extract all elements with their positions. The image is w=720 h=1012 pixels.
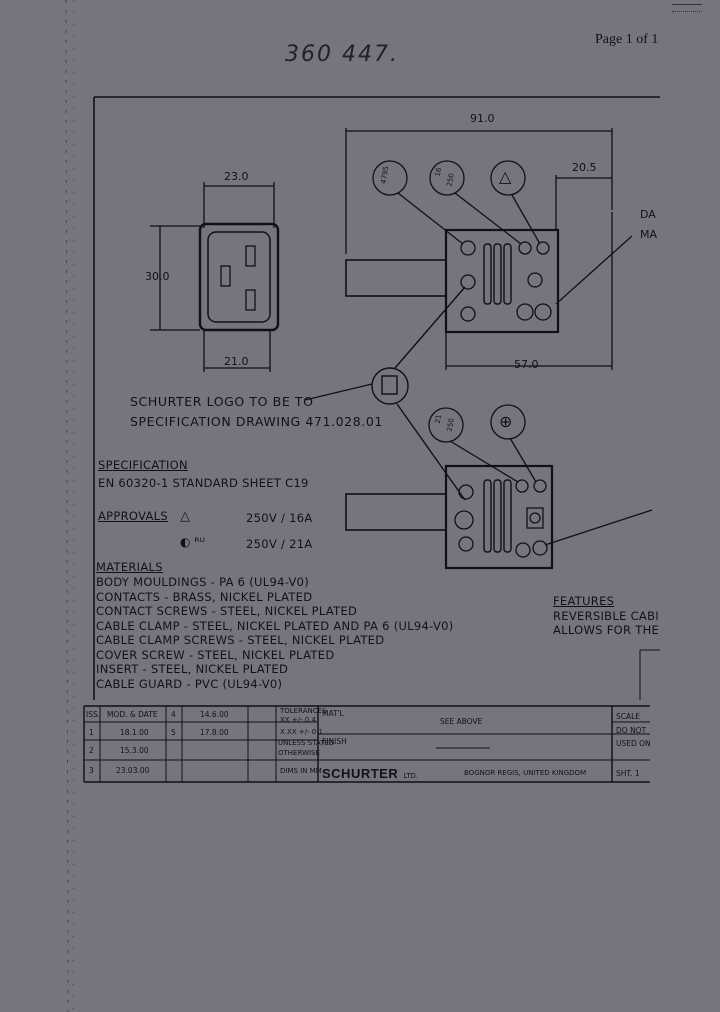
callout-16-top: 16 (433, 166, 444, 178)
materials-heading: MATERIALS (96, 560, 163, 574)
approval-rating-2: 250V / 21A (246, 537, 313, 551)
approval-rating-1: 250V / 16A (246, 511, 313, 525)
company-name: SCHURTER (322, 766, 399, 781)
rev-header-mod: MOD. & DATE (107, 710, 158, 719)
rev-iss-4: 4 (171, 710, 176, 719)
materials-item: CABLE CLAMP SCREWS - STEEL, NICKEL PLATE… (96, 633, 385, 647)
page-indicator: Page 1 of 1 (595, 32, 659, 47)
materials-item: INSERT - STEEL, NICKEL PLATED (96, 662, 289, 676)
matl-value: SEE ABOVE (440, 717, 483, 726)
corner-scribble (672, 4, 702, 12)
dim-side-body: 57.0 (514, 358, 539, 371)
edge-label-ma: MA (640, 228, 658, 241)
dim-front-width: 23.0 (224, 170, 249, 183)
tolerances-unless: UNLESS STATED (278, 739, 335, 747)
materials-item: BODY MOULDINGS - PA 6 (UL94-V0) (96, 575, 310, 589)
scale-label: SCALE (616, 712, 641, 721)
tolerances-xx: XX +/- 0.4 (280, 716, 316, 724)
company-logo: SCHURTER LTD. (322, 763, 418, 782)
dim-front-height: 30.0 (145, 270, 170, 283)
tolerances-label: TOLERANCES (280, 707, 327, 715)
materials-item: CONTACTS - BRASS, NICKEL PLATED (96, 589, 313, 604)
specification-heading: SPECIFICATION (98, 458, 188, 472)
materials-list: BODY MOULDINGS - PA 6 (UL94-V0) CONTACTS… (96, 575, 454, 691)
do-not-label: DO NOT (616, 726, 647, 735)
tolerances-xxx: X.XX +/- 0.1 (280, 728, 323, 736)
rev-date-2: 15.3.00 (120, 746, 149, 755)
materials-item: COVER SCREW - STEEL, NICKEL PLATED (96, 647, 335, 662)
rev-iss-2: 2 (89, 746, 94, 755)
front-view (150, 182, 280, 372)
rev-date-1: 18.1.00 (120, 728, 149, 737)
logo-note-line-1: SCHURTER LOGO TO BE TO (130, 394, 314, 409)
side-view-top (345, 128, 633, 370)
side-view-bottom (345, 404, 653, 570)
logo-note-line-2: SPECIFICATION DRAWING 471.028.01 (130, 414, 383, 429)
rev-date-3: 23.03.00 (116, 766, 150, 775)
rev-date-5: 17.8.00 (200, 728, 229, 737)
materials-item: CABLE CLAMP - STEEL, NICKEL PLATED AND P… (96, 618, 454, 633)
rev-iss-5: 5 (171, 728, 176, 737)
dim-side-overall: 91.0 (470, 112, 495, 125)
finish-label: FINISH (322, 737, 347, 746)
tolerances-dims: DIMS IN MM (280, 767, 322, 775)
approval-mark-1-icon: △ (180, 509, 190, 524)
handwritten-reference: 360 447. (285, 42, 399, 67)
company-suffix: LTD. (403, 772, 419, 780)
approvals-heading: APPROVALS (98, 509, 168, 523)
tolerances-otherwise: OTHERWISE (278, 749, 320, 757)
materials-item: CONTACT SCREWS - STEEL, NICKEL PLATED (96, 604, 358, 618)
dim-side-offset: 20.5 (572, 161, 597, 174)
rev-iss-1: 1 (89, 728, 94, 737)
edge-label-da: DA (640, 208, 656, 221)
specification-standard: EN 60320-1 STANDARD SHEET C19 (98, 476, 309, 490)
features-heading: FEATURES (553, 594, 615, 608)
used-on-label: USED ON (616, 739, 651, 748)
callout-21-top: 21 (433, 413, 444, 425)
features-line-1: REVERSIBLE CABI (553, 609, 659, 623)
semko-mark-icon: ⊕ (499, 412, 513, 431)
rev-iss-3: 3 (89, 766, 94, 775)
title-block-grid (83, 705, 650, 783)
dim-front-inner-width: 21.0 (224, 355, 249, 368)
sheet-label: SHT. 1 (616, 769, 640, 778)
matl-label: MAT'L (322, 709, 344, 718)
company-location: BOGNOR REGIS, UNITED KINGDOM (464, 769, 587, 777)
rev-header-iss: ISS. (86, 710, 101, 719)
features-line-2: ALLOWS FOR THE (553, 623, 660, 637)
logo-callout (304, 286, 466, 501)
logo-note: SCHURTER LOGO TO BE TO SPECIFICATION DRA… (130, 392, 383, 432)
rev-date-4: 14.6.00 (200, 710, 229, 719)
triangle-mark-icon: △ (499, 167, 512, 186)
materials-item: CABLE GUARD - PVC (UL94-V0) (96, 676, 283, 691)
approval-mark-2-icon: ◐ ᴿᵁ (180, 535, 206, 549)
